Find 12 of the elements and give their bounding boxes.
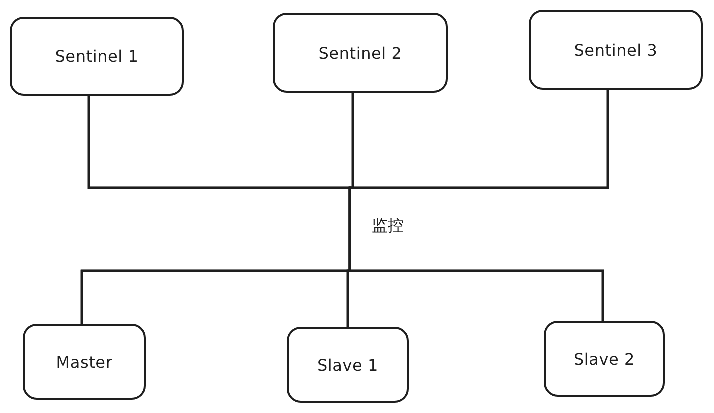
process-box (23, 324, 146, 400)
node-label: Sentinel 3 (574, 40, 658, 60)
process-box (10, 17, 184, 96)
node-label: Sentinel 2 (318, 44, 402, 62)
process-box (529, 10, 703, 90)
node-label: Slave 2 (574, 350, 636, 368)
node-label: Slave 1 (317, 356, 379, 374)
node-label: Master (56, 352, 113, 372)
process-box (273, 13, 448, 93)
process-box (287, 327, 409, 403)
node-label: Sentinel 1 (55, 47, 139, 66)
process-box (544, 321, 665, 397)
